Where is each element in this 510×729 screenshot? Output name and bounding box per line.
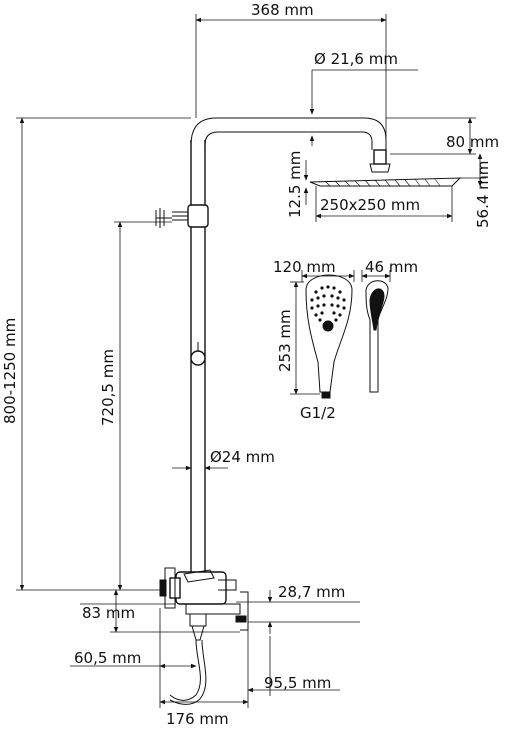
shower-hose xyxy=(170,640,200,700)
label-spout-length: 95,5 mm xyxy=(264,674,331,692)
hand-shower-button xyxy=(323,321,333,331)
label-hand-thread: G1/2 xyxy=(300,404,336,422)
label-valve-width: 176 mm xyxy=(166,710,229,728)
label-head-offset: 80 mm xyxy=(446,133,499,151)
label-total-height: 800-1250 mm xyxy=(1,318,19,424)
label-head-thickness: 12.5 mm xyxy=(286,151,304,218)
hand-shower xyxy=(306,275,352,398)
label-hand-length: 253 mm xyxy=(276,309,294,372)
label-arm-length: 368 mm xyxy=(251,1,314,19)
hand-shower-slider xyxy=(191,351,205,365)
label-outlet-depth: 60,5 mm xyxy=(74,649,141,667)
shower-arm-inner xyxy=(205,132,372,150)
dimension-labels: 368 mm Ø 21,6 mm 80 mm 12.5 mm 250x250 m… xyxy=(1,1,499,728)
hand-shower-side xyxy=(366,281,388,392)
label-rail-diameter: Ø24 mm xyxy=(210,448,275,466)
rail-clamp xyxy=(188,205,208,227)
hand-shower-nozzles xyxy=(310,285,345,321)
label-valve-offset: 28,7 mm xyxy=(278,583,345,601)
shower-head-connector xyxy=(374,150,386,164)
label-rail-height: 720,5 mm xyxy=(99,349,117,426)
label-arm-diameter: Ø 21,6 mm xyxy=(314,50,398,68)
diverter-knob xyxy=(156,208,172,228)
label-head-height: 56.4 mm xyxy=(474,161,492,228)
label-hand-depth: 46 mm xyxy=(365,258,418,276)
shower-arm xyxy=(191,118,386,150)
spout xyxy=(240,592,248,630)
label-head-size: 250x250 mm xyxy=(320,196,420,214)
label-valve-height: 83 mm xyxy=(82,604,135,622)
label-hand-width: 120 mm xyxy=(273,258,336,276)
